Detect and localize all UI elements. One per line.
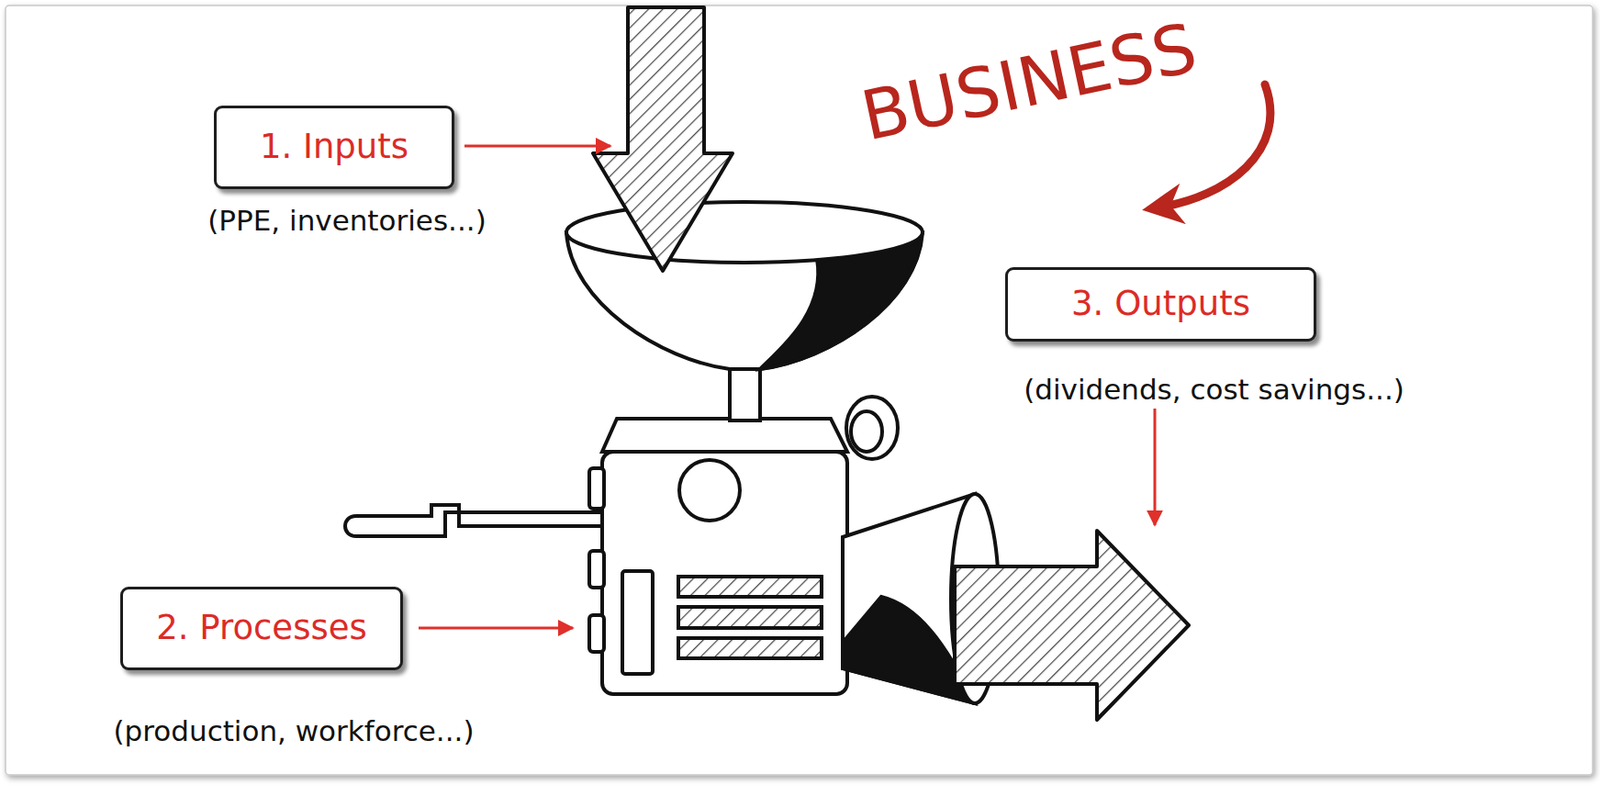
body-top [602,418,848,452]
side-port [589,468,605,509]
label-box: 2. Processes(production, workforce...) [120,586,403,671]
side-port [589,550,605,588]
hopper-funnel [566,201,923,421]
funnel-neck [729,365,761,421]
picture-frame [5,5,1593,775]
hook-ring [846,396,898,459]
body-slot [678,606,822,628]
body-button [622,570,653,674]
crank-handle [345,504,606,537]
curved-arrow [1158,84,1271,208]
hook-ring [850,411,883,452]
box-caption: (PPE, inventories...) [207,204,486,236]
body-slot [678,637,822,659]
box-caption: (production, workforce...) [113,715,475,747]
label-box: 3. Outputs(dividends, cost savings...) [1005,267,1317,342]
funnel-rim [566,201,923,263]
box-caption: (dividends, cost savings...) [1023,373,1405,405]
input-arrow [593,7,733,271]
body-slot [678,576,822,597]
side-port [589,615,605,652]
dial [679,459,740,521]
box-heading: 2. Processes [156,609,367,648]
leader-arrow [418,626,573,630]
output-arrow [954,530,1189,720]
label-box: 1. Inputs(PPE, inventories...) [213,105,455,190]
leader-arrow [464,145,611,148]
crank-grip [345,504,459,537]
box-heading: 1. Inputs [259,128,409,167]
body-box [602,451,848,694]
box-heading: 3. Outputs [1071,285,1251,324]
crank-shaft [458,512,606,526]
leader-arrow [1153,408,1157,526]
